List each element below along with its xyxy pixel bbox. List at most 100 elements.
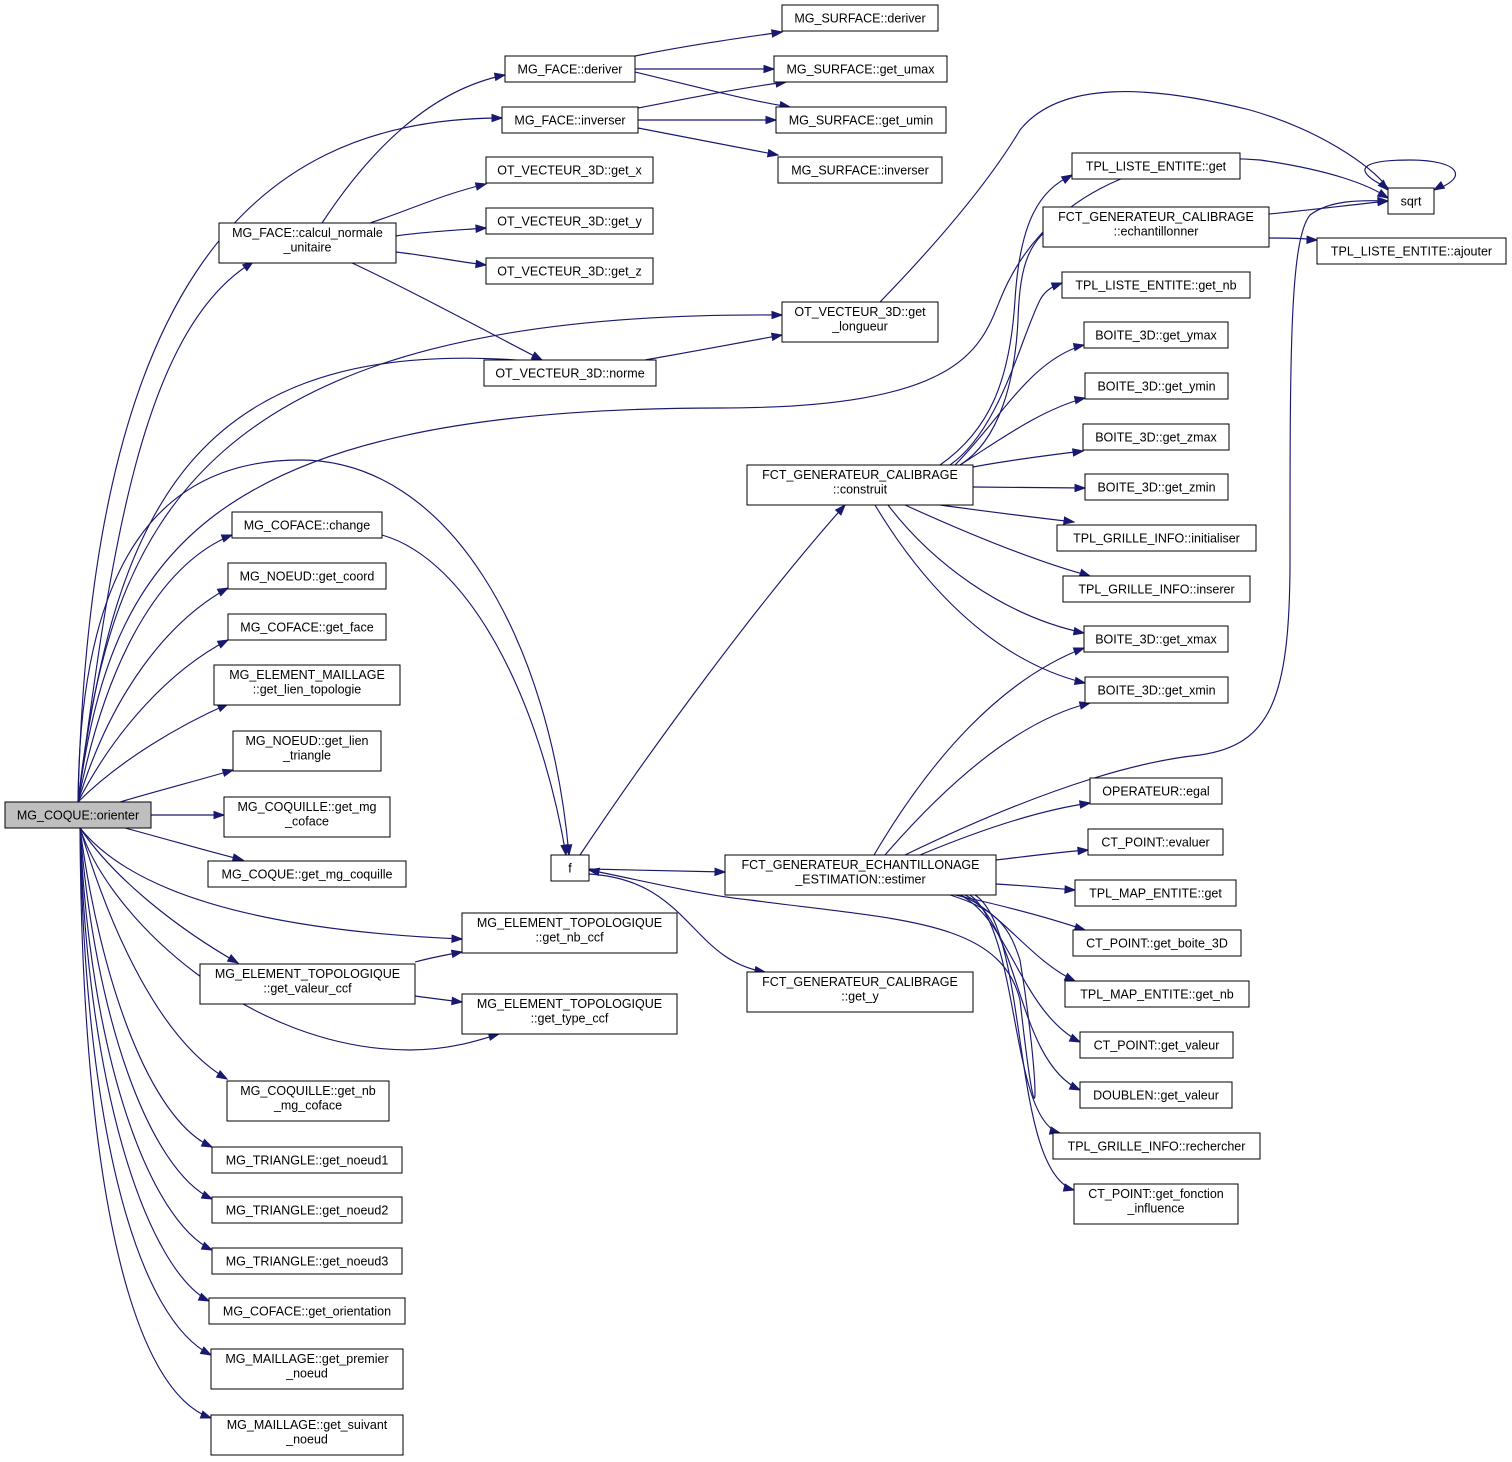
node-ct-valeur[interactable]: CT_POINT::get_valeur (1079, 1031, 1234, 1059)
node-box (550, 854, 590, 882)
node-doublen-valeur[interactable]: DOUBLEN::get_valeur (1079, 1081, 1233, 1109)
node-elem-lien[interactable]: MG_ELEMENT_MAILLAGE::get_lien_topologie (213, 664, 401, 706)
node-vec-longueur[interactable]: OT_VECTEUR_3D::get_longueur (781, 301, 939, 343)
node-face-inverser[interactable]: MG_FACE::inverser (501, 106, 639, 134)
edge-orienter-noeud_lien_tri (119, 768, 235, 803)
node-cal-get-y[interactable]: FCT_GENERATEUR_CALIBRAGE::get_y (746, 971, 974, 1013)
node-box (226, 1080, 390, 1122)
node-noeud-lien-tri[interactable]: MG_NOEUD::get_lien_triangle (232, 730, 382, 772)
arrowhead-icon (491, 113, 504, 123)
node-label: CT_POINT::get_valeur (1094, 1039, 1220, 1053)
node-label: FCT_GENERATEUR_CALIBRAGE (762, 975, 958, 989)
node-topo-type-ccf[interactable]: MG_ELEMENT_TOPOLOGIQUE::get_type_ccf (461, 993, 678, 1035)
node-ct-evaluer[interactable]: CT_POINT::evaluer (1087, 828, 1224, 856)
node-tri-noeud1[interactable]: MG_TRIANGLE::get_noeud1 (211, 1146, 403, 1174)
node-tpl-map-get-nb[interactable]: TPL_MAP_ENTITE::get_nb (1064, 980, 1250, 1008)
node-surf-deriver[interactable]: MG_SURFACE::deriver (781, 4, 939, 32)
node-label: MG_COFACE::get_orientation (223, 1305, 391, 1319)
node-cal-echantillonner[interactable]: FCT_GENERATEUR_CALIBRAGE::echantillonner (1042, 206, 1270, 248)
edge-face_deriver-surf_umax (635, 64, 776, 74)
node-orienter[interactable]: MG_COQUE::orienter (4, 801, 152, 829)
edge-cal_echantillonner-tpl_liste_ajouter (1268, 235, 1319, 244)
node-tpl-liste-get-nb[interactable]: TPL_LISTE_ENTITE::get_nb (1061, 271, 1251, 299)
node-coface-change[interactable]: MG_COFACE::change (231, 511, 383, 539)
node-topo-valeur-ccf[interactable]: MG_ELEMENT_TOPOLOGIQUE::get_valeur_ccf (199, 963, 416, 1005)
node-boite-xmax[interactable]: BOITE_3D::get_xmax (1083, 625, 1229, 653)
node-label: MG_COFACE::change (244, 519, 370, 533)
node-boite-ymin[interactable]: BOITE_3D::get_ymin (1084, 372, 1229, 400)
edge-cal_construit-boite_zmin (972, 483, 1087, 493)
node-grille-initialiser[interactable]: TPL_GRILLE_INFO::initialiser (1056, 524, 1257, 552)
arrowhead-icon (560, 844, 569, 857)
node-surf-umin[interactable]: MG_SURFACE::get_umin (775, 106, 947, 134)
arrowhead-icon (216, 639, 230, 649)
node-box (211, 1196, 403, 1224)
node-tpl-map-get[interactable]: TPL_MAP_ENTITE::get (1074, 879, 1237, 907)
edge-face_deriver-surf_umin (634, 71, 792, 110)
node-maillage-suivant[interactable]: MG_MAILLAGE::get_suivant_noeud (210, 1414, 404, 1456)
node-label: ::echantillonner (1114, 225, 1199, 239)
node-cal-construit[interactable]: FCT_GENERATEUR_CALIBRAGE::construit (746, 464, 974, 506)
node-label: sqrt (1401, 195, 1422, 209)
node-surf-umax[interactable]: MG_SURFACE::get_umax (773, 55, 948, 83)
edge-orienter-tri_noeud1 (79, 827, 214, 1148)
node-vec-get-y[interactable]: OT_VECTEUR_3D::get_y (485, 207, 654, 235)
edge-face_deriver-surf_deriver (634, 29, 784, 57)
edge-orienter-coface_orientation (79, 827, 211, 1302)
node-boite-xmin[interactable]: BOITE_3D::get_xmin (1084, 676, 1229, 704)
node-box (1061, 271, 1251, 299)
node-tri-noeud3[interactable]: MG_TRIANGLE::get_noeud3 (211, 1247, 403, 1275)
edge-line (588, 869, 1036, 1099)
node-vec-get-z[interactable]: OT_VECTEUR_3D::get_z (485, 257, 654, 285)
node-label: _ESTIMATION::estimer (794, 873, 925, 887)
edge-orienter-noeud_coord (77, 587, 230, 803)
node-vec-norme[interactable]: OT_VECTEUR_3D::norme (483, 359, 657, 387)
node-f[interactable]: f (550, 854, 590, 882)
node-grille-inserer[interactable]: TPL_GRILLE_INFO::inserer (1062, 575, 1251, 603)
node-box (746, 971, 974, 1013)
edge-line (79, 827, 210, 1302)
edge-ech_estimer-f (587, 867, 1036, 1099)
node-label: ::get_y (841, 990, 879, 1004)
node-vec-get-x[interactable]: OT_VECTEUR_3D::get_x (485, 156, 654, 184)
node-box (1084, 372, 1229, 400)
node-boite-zmin[interactable]: BOITE_3D::get_zmin (1084, 473, 1229, 501)
node-topo-nb-ccf[interactable]: MG_ELEMENT_TOPOLOGIQUE::get_nb_ccf (461, 912, 678, 954)
call-nodes: MG_COQUE::orienter MG_FACE::deriverMG_FAC… (4, 4, 1507, 1456)
node-tpl-liste-ajouter[interactable]: TPL_LISTE_ENTITE::ajouter (1316, 237, 1507, 265)
node-label: BOITE_3D::get_zmax (1095, 431, 1217, 445)
node-label: _coface (284, 815, 329, 829)
node-maillage-premier[interactable]: MG_MAILLAGE::get_premier_noeud (210, 1348, 404, 1390)
node-ct-fonction[interactable]: CT_POINT::get_fonction_influence (1073, 1183, 1239, 1225)
node-face-deriver[interactable]: MG_FACE::deriver (504, 55, 636, 83)
node-label: MG_SURFACE::inverser (791, 164, 929, 178)
node-boite-zmax[interactable]: BOITE_3D::get_zmax (1082, 423, 1230, 451)
arrowhead-icon (1068, 1081, 1082, 1091)
edge-cal_construit-tpl_liste_get (939, 174, 1074, 466)
edge-ech_estimer-ct_evaluer (995, 846, 1090, 861)
node-coquille-mg-coface[interactable]: MG_COQUILLE::get_mg_coface (223, 796, 391, 838)
node-boite-ymax[interactable]: BOITE_3D::get_ymax (1083, 321, 1229, 349)
node-op-egal[interactable]: OPERATEUR::egal (1089, 777, 1223, 805)
node-tri-noeud2[interactable]: MG_TRIANGLE::get_noeud2 (211, 1196, 403, 1224)
node-surf-inverser[interactable]: MG_SURFACE::inverser (777, 156, 943, 184)
node-tpl-liste-get[interactable]: TPL_LISTE_ENTITE::get (1071, 152, 1241, 180)
edge-sqrt-sqrt (1364, 159, 1456, 191)
node-ct-boite[interactable]: CT_POINT::get_boite_3D (1072, 929, 1242, 957)
node-box (781, 301, 939, 343)
edge-line (77, 158, 1389, 803)
arrowhead-icon (450, 949, 464, 959)
node-grille-rechercher[interactable]: TPL_GRILLE_INFO::rechercher (1052, 1132, 1261, 1160)
node-sqrt[interactable]: sqrt (1387, 187, 1435, 215)
node-noeud-coord[interactable]: MG_NOEUD::get_coord (227, 562, 387, 590)
node-coque-coquille[interactable]: MG_COQUE::get_mg_coquille (207, 860, 407, 888)
node-calcul-normale[interactable]: MG_FACE::calcul_normale_unitaire (218, 222, 397, 264)
node-ech-estimer[interactable]: FCT_GENERATEUR_ECHANTILLONAGE_ESTIMATION… (724, 854, 997, 896)
edge-line (79, 827, 213, 1148)
node-coface-face[interactable]: MG_COFACE::get_face (227, 613, 387, 641)
edge-orienter-topo_valeur_ccf (79, 827, 240, 964)
node-coquille-nb-coface[interactable]: MG_COQUILLE::get_nb_mg_coface (226, 1080, 390, 1122)
edge-ech_estimer-boite_xmax (873, 647, 1086, 856)
edge-line (954, 344, 1085, 466)
node-coface-orientation[interactable]: MG_COFACE::get_orientation (208, 1297, 406, 1325)
